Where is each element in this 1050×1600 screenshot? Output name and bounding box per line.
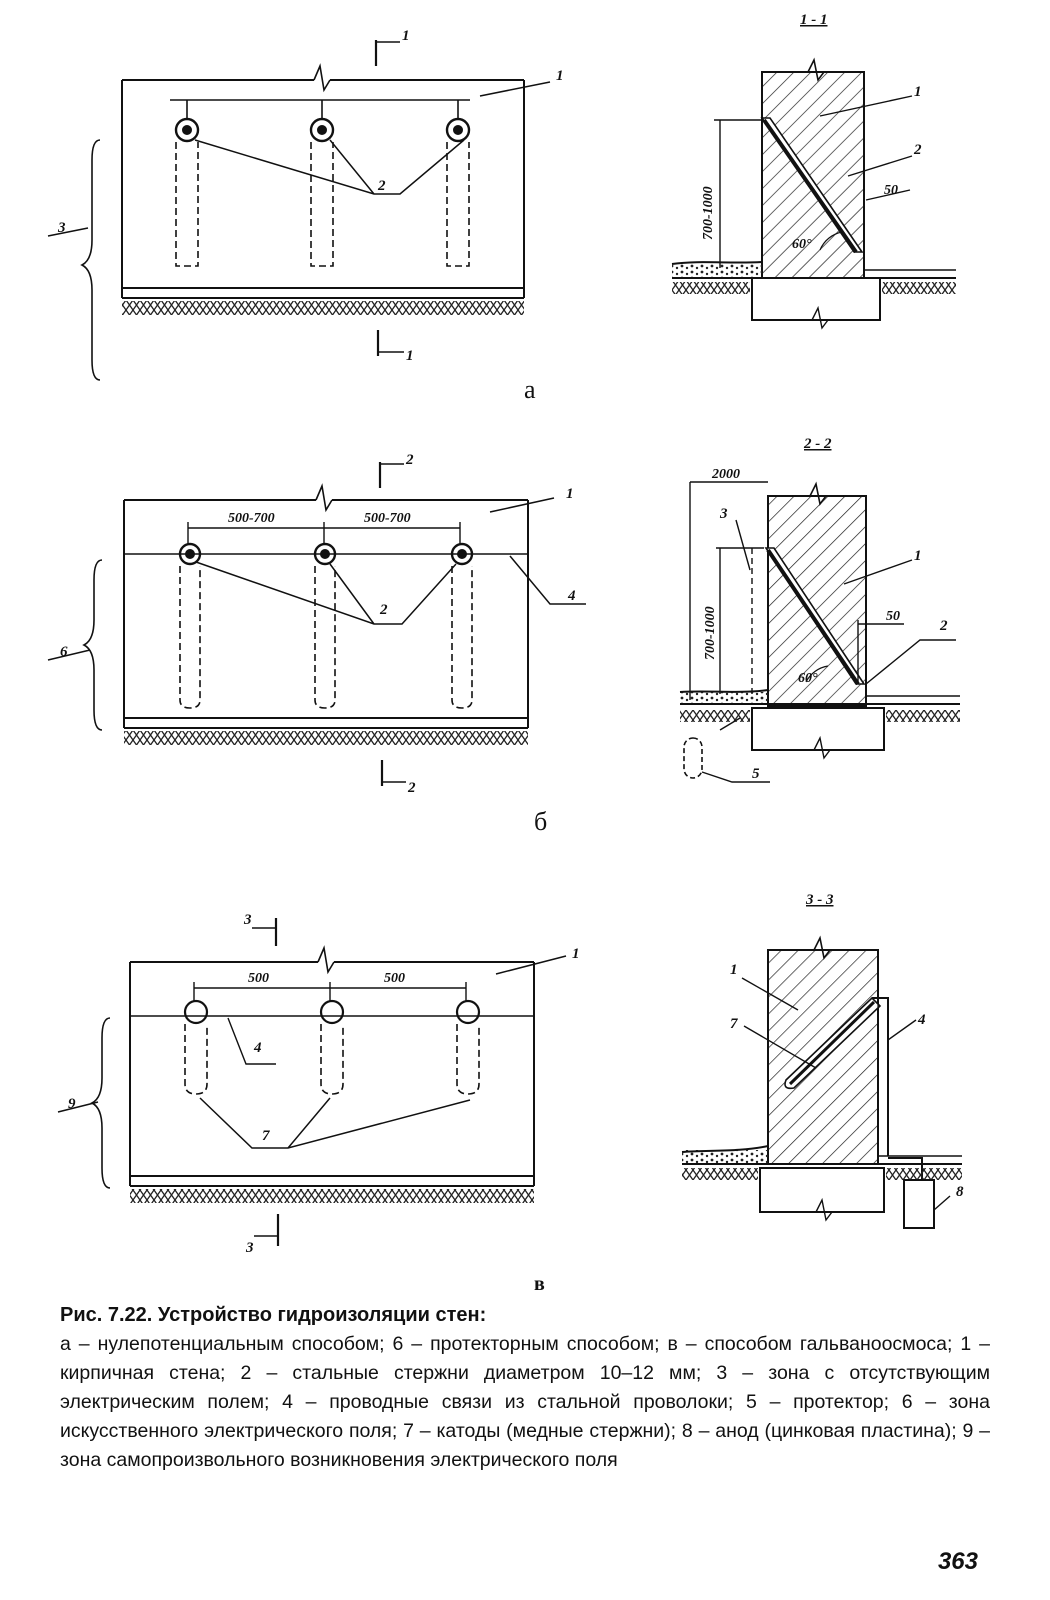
section-2-2 <box>679 481 960 783</box>
label-wall-b: 1 <box>566 486 574 502</box>
section-1-1-dim-angle: 60° <box>792 237 812 252</box>
label-wire-b: 4 <box>567 588 576 604</box>
section-2-2-dim-angle: 60° <box>798 671 818 686</box>
zone-label-b: 6 <box>60 644 68 660</box>
zone-label-c: 9 <box>68 1096 76 1112</box>
section-2-2-label-rod: 2 <box>939 618 948 634</box>
figure-caption-title: Рис. 7.22. Устройство гидроизоляции стен… <box>60 1304 487 1326</box>
section-2-2-dim-width: 2000 <box>711 467 740 482</box>
subfigure-label-a: а <box>524 375 536 404</box>
section-mark-top-c: 3 <box>243 912 252 928</box>
section-1-1-dim-offset: 50 <box>884 183 898 198</box>
page-number: 363 <box>937 1548 978 1575</box>
label-wall-a: 1 <box>556 68 564 84</box>
section-1-1-labels: 1 - 1 1 2 50 60° 700-1000 <box>701 12 922 252</box>
label-wire-c: 4 <box>253 1040 262 1056</box>
elevation-c-labels: 3 3 500 500 1 4 7 9 <box>68 912 580 1256</box>
elevation-b-labels: 2 2 500-700 500-700 1 4 2 6 <box>60 452 576 796</box>
section-title-2-2: 2 - 2 <box>803 436 832 452</box>
spacing-b-1: 500-700 <box>228 511 275 526</box>
subfigure-label-c: в <box>534 1273 545 1295</box>
section-3-3-label-wire: 4 <box>917 1012 926 1028</box>
elevation-a <box>47 40 551 381</box>
section-2-2-label-zone: 3 <box>719 506 728 522</box>
section-3-3-label-anode: 8 <box>956 1184 964 1200</box>
elevation-a-labels: 1 1 1 2 3 <box>57 28 564 364</box>
section-2-2-labels: 2 - 2 2000 3 1 50 2 60° 700-1000 5 <box>703 436 948 782</box>
spacing-b-2: 500-700 <box>364 511 411 526</box>
label-cathodes-c: 7 <box>262 1128 270 1144</box>
section-mark-bottom-a: 1 <box>406 348 414 364</box>
elevation-b <box>47 462 586 786</box>
section-1-1 <box>671 57 956 330</box>
elevation-c <box>57 918 567 1246</box>
figure-caption-body: а – нулепотенциальным способом; 6 – прот… <box>60 1333 990 1471</box>
spacing-c-1: 500 <box>248 971 269 986</box>
section-title-3-3: 3 - 3 <box>805 892 834 908</box>
section-1-1-dim-height: 700-1000 <box>701 186 716 240</box>
section-3-3-labels: 3 - 3 1 7 4 8 <box>730 892 964 1200</box>
section-2-2-dim-height: 700-1000 <box>703 606 718 660</box>
section-3-3 <box>681 935 962 1229</box>
label-wall-c: 1 <box>572 946 580 962</box>
section-1-1-label-wall: 1 <box>914 84 922 100</box>
section-mark-top-a: 1 <box>402 28 410 44</box>
section-3-3-label-wall: 1 <box>730 962 738 978</box>
section-1-1-label-rod: 2 <box>913 142 922 158</box>
zone-label-a: 3 <box>57 220 66 236</box>
spacing-c-2: 500 <box>384 971 405 986</box>
section-mark-bottom-c: 3 <box>245 1240 254 1256</box>
label-rods-a: 2 <box>377 178 386 194</box>
section-title-1-1: 1 - 1 <box>800 12 828 28</box>
section-2-2-label-wall: 1 <box>914 548 922 564</box>
section-2-2-label-protector: 5 <box>752 766 760 782</box>
section-mark-bottom-b: 2 <box>407 780 416 796</box>
section-mark-top-b: 2 <box>405 452 414 468</box>
section-3-3-label-cathode: 7 <box>730 1016 738 1032</box>
label-rods-b: 2 <box>379 602 388 618</box>
section-2-2-dim-offset: 50 <box>886 609 900 624</box>
subfigure-label-b: б <box>534 807 547 836</box>
